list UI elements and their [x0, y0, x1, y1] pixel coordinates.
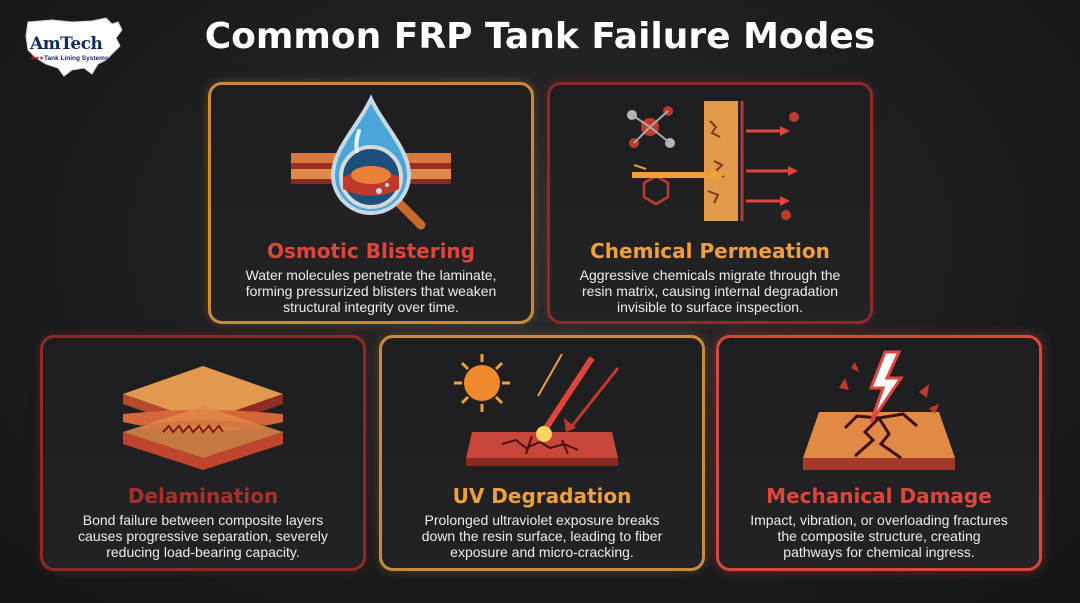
molecule-permeation-icon	[627, 101, 799, 221]
card-delamination: Delamination Bond failure between compos…	[40, 335, 366, 571]
lightning-fracture-icon	[803, 350, 955, 470]
card-title: UV Degradation	[452, 484, 632, 508]
description-line: the composite structure, creating	[777, 528, 981, 544]
amtech-logo: AmTech ★★★ Tank Lining Systems	[22, 12, 134, 78]
card-uv-degradation: UV Degradation Prolonged ultraviolet exp…	[379, 335, 705, 571]
logo-stars: ★★★	[30, 55, 44, 62]
card-description: Impact, vibration, or overloading fractu…	[729, 512, 1029, 560]
description-line: exposure and micro-cracking.	[450, 544, 634, 560]
description-line: reducing load-bearing capacity.	[106, 544, 300, 560]
card-chemical-permeation: Chemical Permeation Aggressive chemicals…	[547, 82, 873, 324]
description-line: Impact, vibration, or overloading fractu…	[750, 512, 1008, 528]
description-line: Prolonged ultraviolet exposure breaks	[424, 512, 660, 528]
description-line: resin matrix, causing internal degradati…	[581, 283, 839, 299]
logo-subtitle: Tank Lining Systems	[44, 55, 109, 62]
card-title: Osmotic Blistering	[267, 239, 475, 263]
description-line: pathways for chemical ingress.	[783, 544, 975, 560]
logo-name: AmTech	[30, 34, 103, 54]
water-drop-magnifier-icon	[291, 94, 451, 230]
description-line: Bond failure between composite layers	[82, 512, 324, 528]
card-description: Bond failure between composite layers ca…	[53, 512, 353, 560]
card-title: Chemical Permeation	[590, 239, 830, 263]
usa-map-icon	[25, 17, 123, 77]
description-line: causes progressive separation, severely	[78, 528, 328, 544]
description-line: Aggressive chemicals migrate through the	[579, 267, 841, 283]
card-description: Aggressive chemicals migrate through the…	[560, 267, 860, 315]
card-description: Water molecules penetrate the laminate, …	[221, 267, 521, 315]
description-line: forming pressurized blisters that weaken	[245, 283, 497, 299]
card-description: Prolonged ultraviolet exposure breaks do…	[392, 512, 692, 560]
page-title: Common FRP Tank Failure Modes	[204, 16, 876, 57]
card-title: Mechanical Damage	[766, 484, 992, 508]
description-line: structural integrity over time.	[283, 299, 459, 315]
card-osmotic-blistering: Osmotic Blistering Water molecules penet…	[208, 82, 534, 324]
description-line: down the resin surface, leading to fiber	[421, 528, 663, 544]
description-line: Water molecules penetrate the laminate,	[245, 267, 497, 283]
description-line: invisible to surface inspection.	[617, 299, 803, 315]
sun-cracked-surface-icon	[454, 353, 620, 466]
separated-layers-icon	[123, 366, 283, 470]
card-mechanical-damage: Mechanical Damage Impact, vibration, or …	[716, 335, 1042, 571]
card-title: Delamination	[127, 484, 279, 508]
